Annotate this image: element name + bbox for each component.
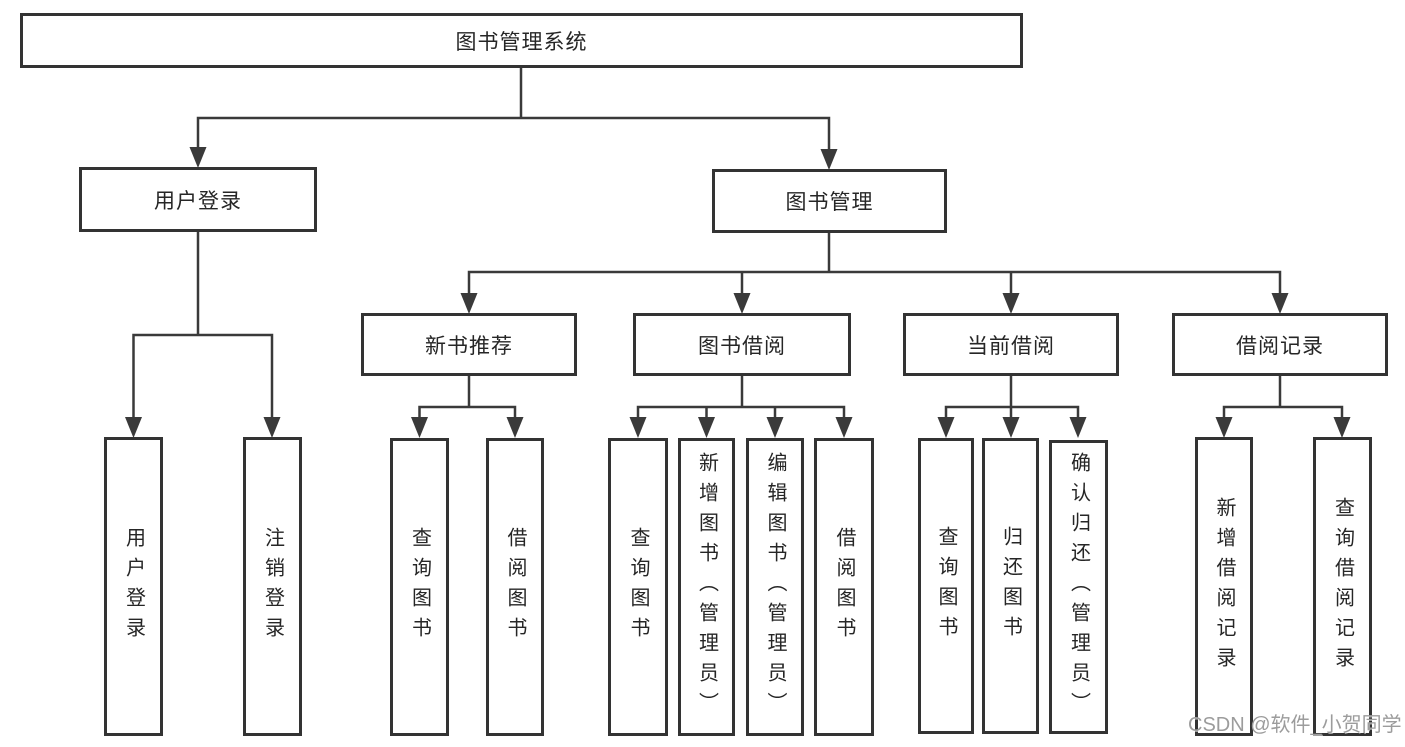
leaf-query-borrow-record-label: 查询借阅记录 bbox=[1331, 496, 1354, 677]
node-root: 图书管理系统 bbox=[20, 13, 1023, 68]
leaf-add-book-admin: 新增图书（管理员） bbox=[678, 438, 735, 736]
leaf-return-book-label: 归还图书 bbox=[999, 526, 1022, 646]
leaf-user-login-label: 用户登录 bbox=[122, 526, 145, 647]
arrowhead bbox=[1333, 417, 1351, 438]
leaf-edit-book-admin-label: 编辑图书（管理员） bbox=[764, 452, 786, 722]
edge-root-to-level1 bbox=[196, 116, 831, 152]
arrowhead bbox=[835, 417, 853, 438]
leaf-query-book-current-label: 查询图书 bbox=[935, 526, 957, 646]
leaf-confirm-return-admin: 确认归还（管理员） bbox=[1049, 440, 1108, 734]
arrowhead bbox=[698, 417, 715, 438]
node-root-label: 图书管理系统 bbox=[455, 30, 588, 54]
edge-borrow-record-children bbox=[1222, 405, 1344, 420]
node-borrow-record-label: 借阅记录 bbox=[1236, 334, 1324, 358]
node-user-login-label: 用户登录 bbox=[154, 189, 242, 213]
node-book-borrow-label: 图书借阅 bbox=[698, 334, 786, 358]
arrowhead bbox=[506, 417, 524, 438]
arrowhead bbox=[263, 417, 281, 438]
leaf-borrow-book-borrow-label: 借阅图书 bbox=[833, 527, 855, 647]
arrowhead bbox=[1002, 293, 1020, 314]
leaf-query-book-rec-label: 查询图书 bbox=[408, 527, 431, 647]
arrowhead bbox=[189, 147, 207, 168]
csdn-watermark: CSDN @软件_小贺同学 bbox=[1188, 714, 1402, 736]
arrowhead bbox=[1271, 293, 1289, 314]
arrowhead bbox=[411, 417, 428, 438]
arrowhead bbox=[125, 417, 142, 438]
node-current-borrow: 当前借阅 bbox=[903, 313, 1119, 376]
arrowhead bbox=[460, 293, 478, 314]
node-new-book-rec: 新书推荐 bbox=[361, 313, 577, 376]
edge-book-borrow-children bbox=[636, 405, 846, 420]
leaf-query-book-borrow: 查询图书 bbox=[608, 438, 668, 736]
arrowhead bbox=[629, 417, 647, 438]
leaf-user-login: 用户登录 bbox=[104, 437, 163, 736]
edge-user-login-children bbox=[132, 333, 274, 420]
leaf-query-book-rec: 查询图书 bbox=[390, 438, 449, 736]
edge-level2-stubs bbox=[467, 375, 1282, 407]
arrowhead bbox=[1002, 417, 1020, 438]
node-book-mgmt: 图书管理 bbox=[712, 169, 947, 233]
node-borrow-record: 借阅记录 bbox=[1172, 313, 1388, 376]
leaf-logout: 注销登录 bbox=[243, 437, 302, 736]
leaf-logout-label: 注销登录 bbox=[261, 526, 284, 647]
leaf-add-borrow-record: 新增借阅记录 bbox=[1195, 437, 1253, 736]
arrowhead bbox=[820, 149, 838, 170]
leaf-add-book-admin-label: 新增图书（管理员） bbox=[695, 452, 718, 722]
arrowhead bbox=[733, 293, 751, 314]
leaf-return-book: 归还图书 bbox=[982, 438, 1039, 734]
arrowhead bbox=[1215, 417, 1233, 438]
node-new-book-rec-label: 新书推荐 bbox=[425, 334, 513, 358]
leaf-add-borrow-record-label: 新增借阅记录 bbox=[1213, 496, 1235, 677]
leaf-edit-book-admin: 编辑图书（管理员） bbox=[746, 438, 804, 736]
leaf-borrow-book-borrow: 借阅图书 bbox=[814, 438, 874, 736]
edge-book-mgmt-mid-shafts bbox=[740, 272, 1013, 296]
node-user-login: 用户登录 bbox=[79, 167, 317, 232]
leaf-borrow-book-rec: 借阅图书 bbox=[486, 438, 544, 736]
leaf-query-borrow-record: 查询借阅记录 bbox=[1313, 437, 1372, 736]
edge-new-book-rec-children bbox=[418, 405, 517, 420]
leaf-query-book-current: 查询图书 bbox=[918, 438, 974, 734]
node-current-borrow-label: 当前借阅 bbox=[967, 334, 1055, 358]
arrowhead bbox=[937, 417, 955, 438]
arrowhead bbox=[1069, 417, 1087, 438]
leaf-borrow-book-rec-label: 借阅图书 bbox=[504, 527, 526, 647]
leaf-query-book-borrow-label: 查询图书 bbox=[627, 527, 649, 647]
arrowhead bbox=[766, 417, 784, 438]
leaf-confirm-return-admin-label: 确认归还（管理员） bbox=[1067, 452, 1090, 722]
edge-book-mgmt-children bbox=[467, 270, 1282, 296]
node-book-mgmt-label: 图书管理 bbox=[785, 191, 874, 214]
node-book-borrow: 图书借阅 bbox=[633, 313, 851, 376]
